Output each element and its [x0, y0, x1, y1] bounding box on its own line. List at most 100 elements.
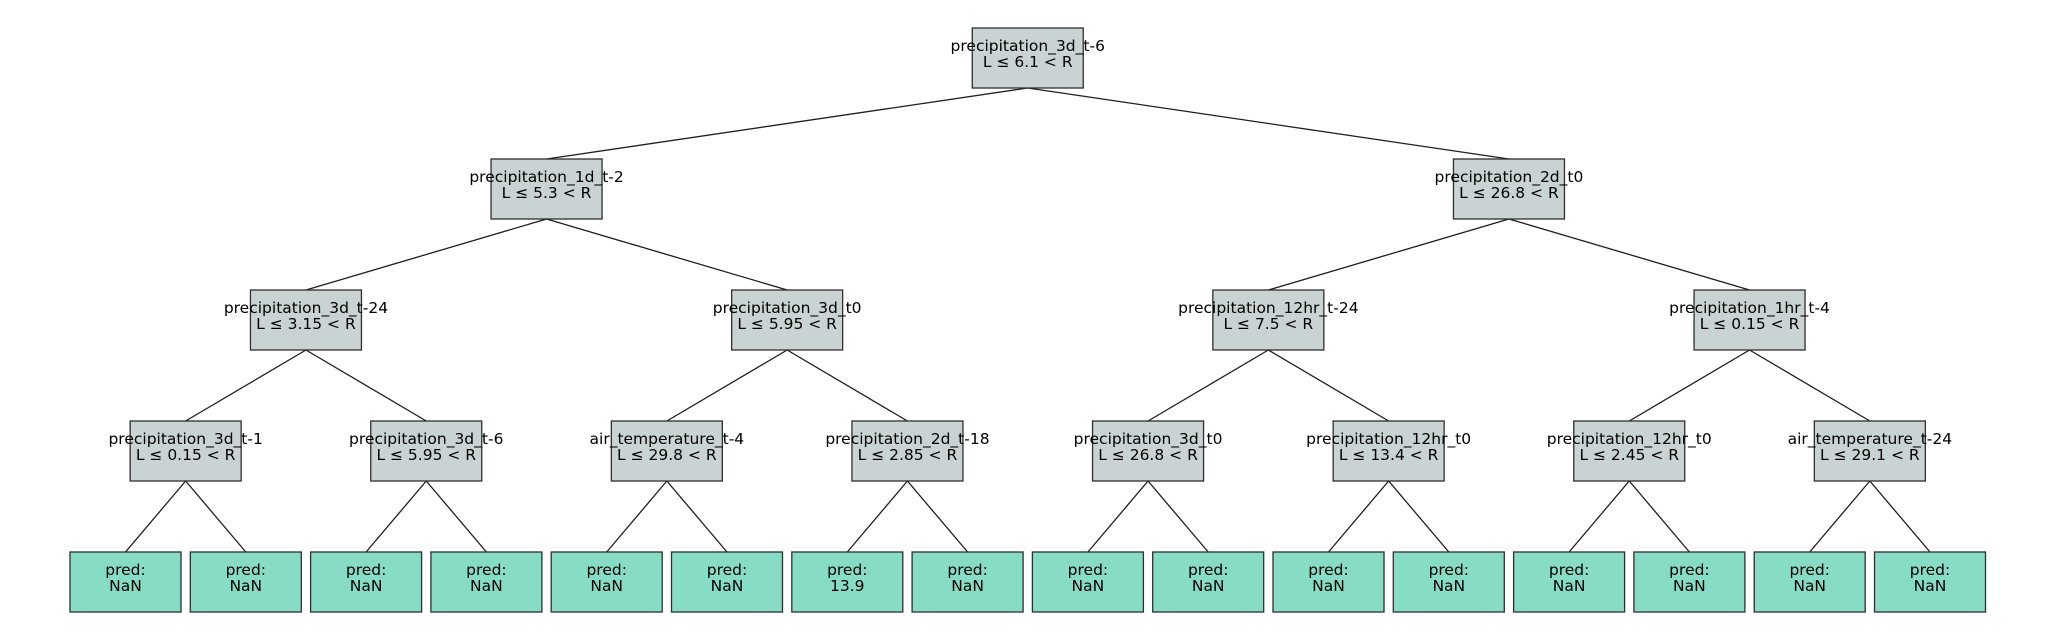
tree-edge [1147, 349, 1269, 422]
tree-edge [606, 480, 668, 553]
leaf-node-line2: NaN [1673, 577, 1706, 595]
split-node-line2: L ≤ 3.15 < R [256, 315, 356, 333]
split-node-box [1693, 289, 1806, 351]
leaf-node-line1: pred: [586, 561, 626, 579]
tree-edge [305, 218, 547, 291]
split-node-line1: precipitation_1hr_t-4 [1669, 299, 1830, 318]
split-node-line1: air_temperature_t-24 [1788, 430, 1953, 449]
split-node: precipitation_12hr_t0L ≤ 13.4 < R [1306, 420, 1471, 482]
split-node-box [129, 420, 242, 482]
split-node-line2: L ≤ 7.5 < R [1223, 315, 1313, 333]
tree-edge [1568, 480, 1630, 553]
split-node: precipitation_3d_t-1L ≤ 0.15 < R [108, 420, 263, 482]
split-node-line1: air_temperature_t-4 [590, 430, 745, 449]
leaf-node-box [911, 551, 1024, 613]
split-node-box [370, 420, 483, 482]
leaf-node-box [1272, 551, 1385, 613]
leaf-node: pred:NaN [1152, 551, 1265, 613]
split-node: precipitation_3d_t-24L ≤ 3.15 < R [224, 289, 388, 351]
tree-edge [1328, 480, 1390, 553]
leaf-node-line1: pred: [1549, 561, 1589, 579]
tree-edge [1809, 480, 1871, 553]
leaf-node-box [791, 551, 904, 613]
tree-edge [546, 218, 788, 291]
leaf-node: pred:NaN [550, 551, 663, 613]
leaf-node-line1: pred: [827, 561, 867, 579]
split-node-line1: precipitation_12hr_t0 [1547, 430, 1712, 449]
tree-edge [365, 480, 427, 553]
leaf-node-line2: NaN [1914, 577, 1947, 595]
split-node: precipitation_12hr_t0L ≤ 2.45 < R [1547, 420, 1712, 482]
leaf-node: pred:NaN [1512, 551, 1626, 613]
split-node-line2: L ≤ 29.8 < R [617, 446, 717, 464]
split-node-line1: precipitation_3d_t-24 [224, 299, 388, 318]
leaf-node-line2: NaN [1192, 577, 1225, 595]
leaf-node: pred:NaN [1392, 551, 1505, 613]
leaf-node-box [670, 551, 784, 613]
tree-edges [125, 87, 1931, 553]
split-node-line2: L ≤ 5.95 < R [737, 315, 837, 333]
split-node: precipitation_1d_t-2L ≤ 5.3 < R [469, 158, 624, 220]
split-node: precipitation_3d_t-6L ≤ 6.1 < R [951, 27, 1105, 89]
leaf-node-line2: NaN [1312, 577, 1345, 595]
tree-nodes: precipitation_3d_t-6L ≤ 6.1 < R precipita… [69, 27, 1987, 613]
tree-edge [185, 349, 307, 422]
split-node-line2: L ≤ 5.95 < R [376, 446, 476, 464]
leaf-node-line1: pred: [105, 561, 145, 579]
split-node: precipitation_3d_t0L ≤ 26.8 < R [1074, 420, 1223, 482]
split-node-line2: L ≤ 26.8 < R [1098, 446, 1198, 464]
split-node-line1: precipitation_3d_t0 [1074, 430, 1223, 449]
leaf-node-line2: NaN [590, 577, 623, 595]
leaf-node-box [1392, 551, 1505, 613]
leaf-node-box [550, 551, 663, 613]
leaf-node: pred:NaN [1873, 551, 1987, 613]
tree-edge [846, 480, 908, 553]
leaf-node-line1: pred: [346, 561, 386, 579]
split-node-box [1813, 420, 1926, 482]
split-node-box [1452, 158, 1566, 220]
tree-edge [185, 480, 247, 553]
leaf-node-line1: pred: [1068, 561, 1108, 579]
split-node: precipitation_1hr_t-4L ≤ 0.15 < R [1669, 289, 1830, 351]
tree-edge [1749, 349, 1871, 422]
leaf-node-line2: NaN [1432, 577, 1465, 595]
tree-edge [1268, 218, 1510, 291]
leaf-node-line1: pred: [1910, 561, 1950, 579]
leaf-node-line1: pred: [1188, 561, 1228, 579]
split-node-line1: precipitation_3d_t-1 [108, 430, 262, 449]
split-node-line1: precipitation_1d_t-2 [469, 168, 623, 187]
split-node: precipitation_2d_t-18L ≤ 2.85 < R [825, 420, 990, 482]
split-node: air_temperature_t-24L ≤ 29.1 < R [1788, 420, 1953, 482]
split-node-line1: precipitation_3d_t0 [713, 299, 862, 318]
tree-edge [906, 480, 969, 553]
split-node: precipitation_3d_t0L ≤ 5.95 < R [713, 289, 862, 351]
split-node-line1: precipitation_2d_t0 [1435, 168, 1584, 187]
leaf-node-line2: NaN [951, 577, 984, 595]
leaf-node: pred:NaN [430, 551, 543, 613]
leaf-node-line2: NaN [1553, 577, 1586, 595]
leaf-node: pred:NaN [670, 551, 784, 613]
split-node-line2: L ≤ 29.1 < R [1820, 446, 1920, 464]
leaf-node-box [69, 551, 182, 613]
leaf-node: pred:NaN [1753, 551, 1866, 613]
split-node-line2: L ≤ 26.8 < R [1459, 184, 1559, 202]
leaf-node-line1: pred: [947, 561, 987, 579]
tree-edge [425, 480, 487, 553]
leaf-node: pred:NaN [69, 551, 182, 613]
leaf-node-line1: pred: [1669, 561, 1709, 579]
leaf-node-box [1873, 551, 1987, 613]
tree-edge [1147, 480, 1209, 553]
split-node: precipitation_12hr_t-24L ≤ 7.5 < R [1178, 289, 1359, 351]
leaf-node: pred:NaN [1633, 551, 1746, 613]
tree-edge [305, 349, 427, 422]
leaf-node-box [189, 551, 302, 613]
split-node-line2: L ≤ 13.4 < R [1339, 446, 1439, 464]
tree-edge [546, 87, 1028, 160]
split-node-box [490, 158, 603, 220]
split-node-line1: precipitation_12hr_t0 [1306, 430, 1471, 449]
tree-edge [1027, 87, 1510, 160]
split-node-box [1212, 289, 1325, 351]
tree-edge [1268, 349, 1389, 422]
leaf-node-line1: pred: [707, 561, 747, 579]
split-node-box [1332, 420, 1445, 482]
